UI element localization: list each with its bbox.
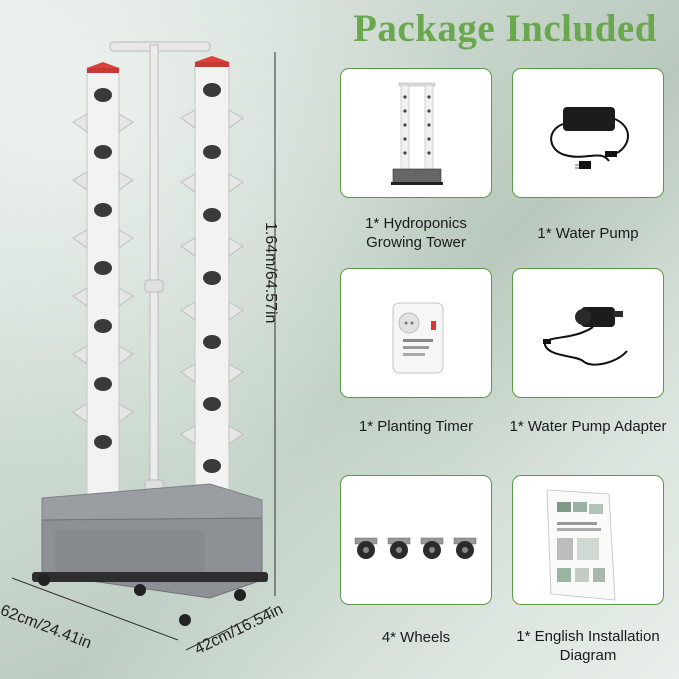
item-caption-manual: 1* English Installation Diagram	[516, 628, 660, 664]
height-dimension-label: 1.64m/64.57in	[262, 222, 279, 324]
item-card-manual	[512, 475, 664, 605]
depth-dimension-line	[185, 607, 271, 651]
item-caption-water-pump: 1* Water Pump	[537, 225, 639, 242]
frame-top-pipe	[109, 41, 211, 52]
tower-thumbnail-icon	[391, 82, 443, 185]
frame-center-pipe	[149, 44, 159, 486]
timer-icon	[392, 302, 444, 374]
page-title: Package Included	[353, 7, 657, 50]
caster-wheels-icon	[354, 537, 477, 559]
item-card-pump-adapter	[512, 268, 664, 398]
item-caption-pump-adapter: 1* Water Pump Adapter	[509, 418, 667, 435]
manual-icon	[546, 489, 616, 601]
item-card-tower	[340, 68, 492, 198]
item-caption-tower: 1* Hydroponics Growing Tower	[365, 215, 467, 251]
item-card-water-pump	[512, 68, 664, 198]
item-caption-timer: 1* Planting Timer	[358, 418, 474, 435]
item-card-wheels	[340, 475, 492, 605]
water-pump-icon	[543, 307, 628, 366]
item-caption-wheels: 4* Wheels	[381, 629, 451, 646]
width-dimension-line	[11, 577, 179, 641]
reservoir-box	[32, 483, 268, 626]
item-card-timer	[340, 268, 492, 398]
power-adapter-icon	[550, 107, 629, 169]
right-tower-column	[194, 56, 230, 513]
